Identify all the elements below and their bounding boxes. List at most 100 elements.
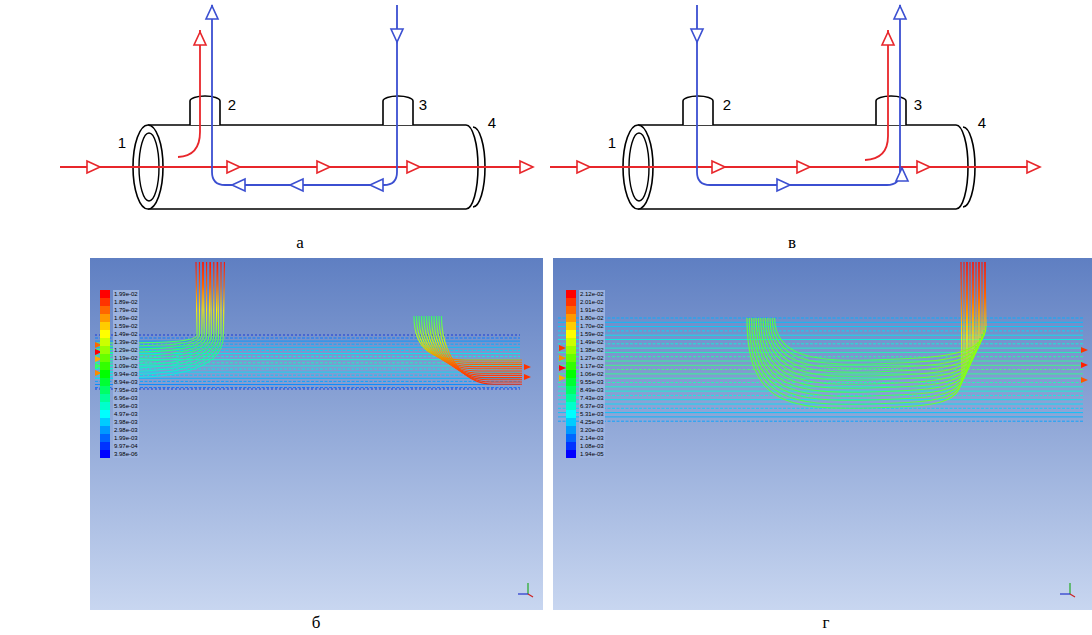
streamline — [558, 416, 1083, 417]
colorbar-swatch — [566, 362, 576, 370]
colorbar-value: 1.79e-02 — [113, 306, 139, 314]
colorbar-value: 7.95e-03 — [113, 386, 139, 394]
flow-arrow — [559, 345, 566, 351]
callout-number: 3 — [419, 96, 427, 113]
colorbar-swatch — [566, 298, 576, 306]
flow-arrowhead — [896, 168, 908, 181]
nozzle — [876, 96, 906, 125]
colorbar-swatch — [100, 378, 110, 386]
hot-flow-line — [60, 166, 533, 168]
flow-arrowhead — [691, 29, 703, 42]
colorbar-swatch — [566, 410, 576, 418]
cfd-background — [553, 258, 1092, 610]
colorbar-value: 5.96e-03 — [113, 402, 139, 410]
colorbar-swatch — [100, 314, 110, 322]
nozzle — [190, 96, 220, 125]
flow-arrow — [559, 355, 566, 361]
colorbar-swatch — [566, 290, 576, 298]
exchanger-scheme — [60, 5, 533, 209]
streamline — [95, 262, 224, 378]
flow-arrowhead — [370, 179, 383, 191]
colorbar-swatch — [100, 402, 110, 410]
colorbar-value: 4.25e-03 — [579, 418, 605, 426]
flow-arrowhead — [1027, 161, 1040, 173]
panel-caption: а — [296, 233, 304, 252]
streamline — [95, 350, 520, 351]
colorbar-value: 3.98e-06 — [113, 450, 139, 458]
streamline — [95, 262, 210, 359]
flow-arrow — [1081, 377, 1088, 383]
streamline — [95, 262, 219, 372]
colorbar-swatch — [100, 410, 110, 418]
streamline — [981, 262, 982, 334]
streamline — [95, 262, 214, 365]
flow-arrowhead — [407, 161, 420, 173]
axis-triad — [1060, 593, 1070, 594]
flow-arrowhead — [317, 161, 330, 173]
streamline — [95, 347, 520, 348]
streamline — [95, 388, 520, 389]
hot-flow-line — [550, 166, 1040, 168]
streamline — [432, 316, 523, 375]
colorbar-swatch — [100, 306, 110, 314]
callout-number: 4 — [488, 114, 496, 131]
streamline — [558, 326, 1083, 327]
streamline — [558, 348, 1083, 349]
streamline — [95, 262, 211, 362]
colorbar-value: 9.94e-03 — [113, 370, 139, 378]
streamline — [95, 334, 520, 335]
colorbar-swatch — [100, 298, 110, 306]
colorbar-swatch — [100, 450, 110, 458]
colorbar-value: 2.14e-03 — [579, 434, 605, 442]
colorbar-value: 1.06e-02 — [579, 370, 605, 378]
nozzle — [683, 96, 713, 125]
streamline — [437, 316, 523, 380]
streamline — [95, 338, 520, 339]
flow-arrowhead — [882, 32, 894, 45]
colorbar-swatch — [566, 450, 576, 458]
streamline — [558, 330, 1083, 331]
streamline — [95, 262, 197, 343]
streamline — [972, 262, 973, 354]
streamline — [761, 318, 974, 384]
colorbar-swatch — [100, 362, 110, 370]
callout-number: 2 — [228, 96, 236, 113]
streamline — [95, 262, 217, 369]
colorbar-swatch — [100, 330, 110, 338]
colorbar-swatch — [566, 322, 576, 330]
streamline — [558, 408, 1083, 409]
callout-number: 3 — [914, 96, 922, 113]
colorbar-value: 1.38e-02 — [579, 346, 605, 354]
colorbar-value: 1.39e-02 — [113, 338, 139, 346]
colorbar-value: 3.20e-03 — [579, 426, 605, 434]
streamline — [756, 318, 970, 392]
colorbar-swatch — [100, 338, 110, 346]
streamline — [558, 365, 1083, 366]
streamline-plot — [558, 262, 1088, 597]
flow-arrow — [1081, 362, 1088, 368]
cfd-background — [90, 258, 543, 610]
colorbar-value: 1.19e-02 — [113, 354, 139, 362]
colorbar-value: 2.12e-02 — [579, 290, 605, 298]
colorbar-swatch — [566, 370, 576, 378]
streamline — [95, 381, 520, 382]
colorbar-swatch — [566, 314, 576, 322]
colorbar-value: 6.37e-03 — [579, 402, 605, 410]
flow-arrowhead — [520, 161, 533, 173]
callout-number: 1 — [118, 134, 126, 151]
callout-number: 2 — [723, 96, 731, 113]
colorbar-value: 6.96e-03 — [113, 394, 139, 402]
streamline — [424, 316, 522, 369]
streamline — [95, 262, 221, 375]
colorbar-swatch — [566, 386, 576, 394]
panel-caption: в — [788, 233, 796, 252]
flow-arrowhead — [894, 6, 906, 19]
colorbar-swatch — [566, 434, 576, 442]
streamline — [961, 262, 962, 374]
colorbar-swatch — [566, 354, 576, 362]
streamline — [95, 262, 207, 356]
streamline — [442, 316, 523, 384]
colorbar-swatch — [100, 394, 110, 402]
colorbar-swatch — [566, 330, 576, 338]
